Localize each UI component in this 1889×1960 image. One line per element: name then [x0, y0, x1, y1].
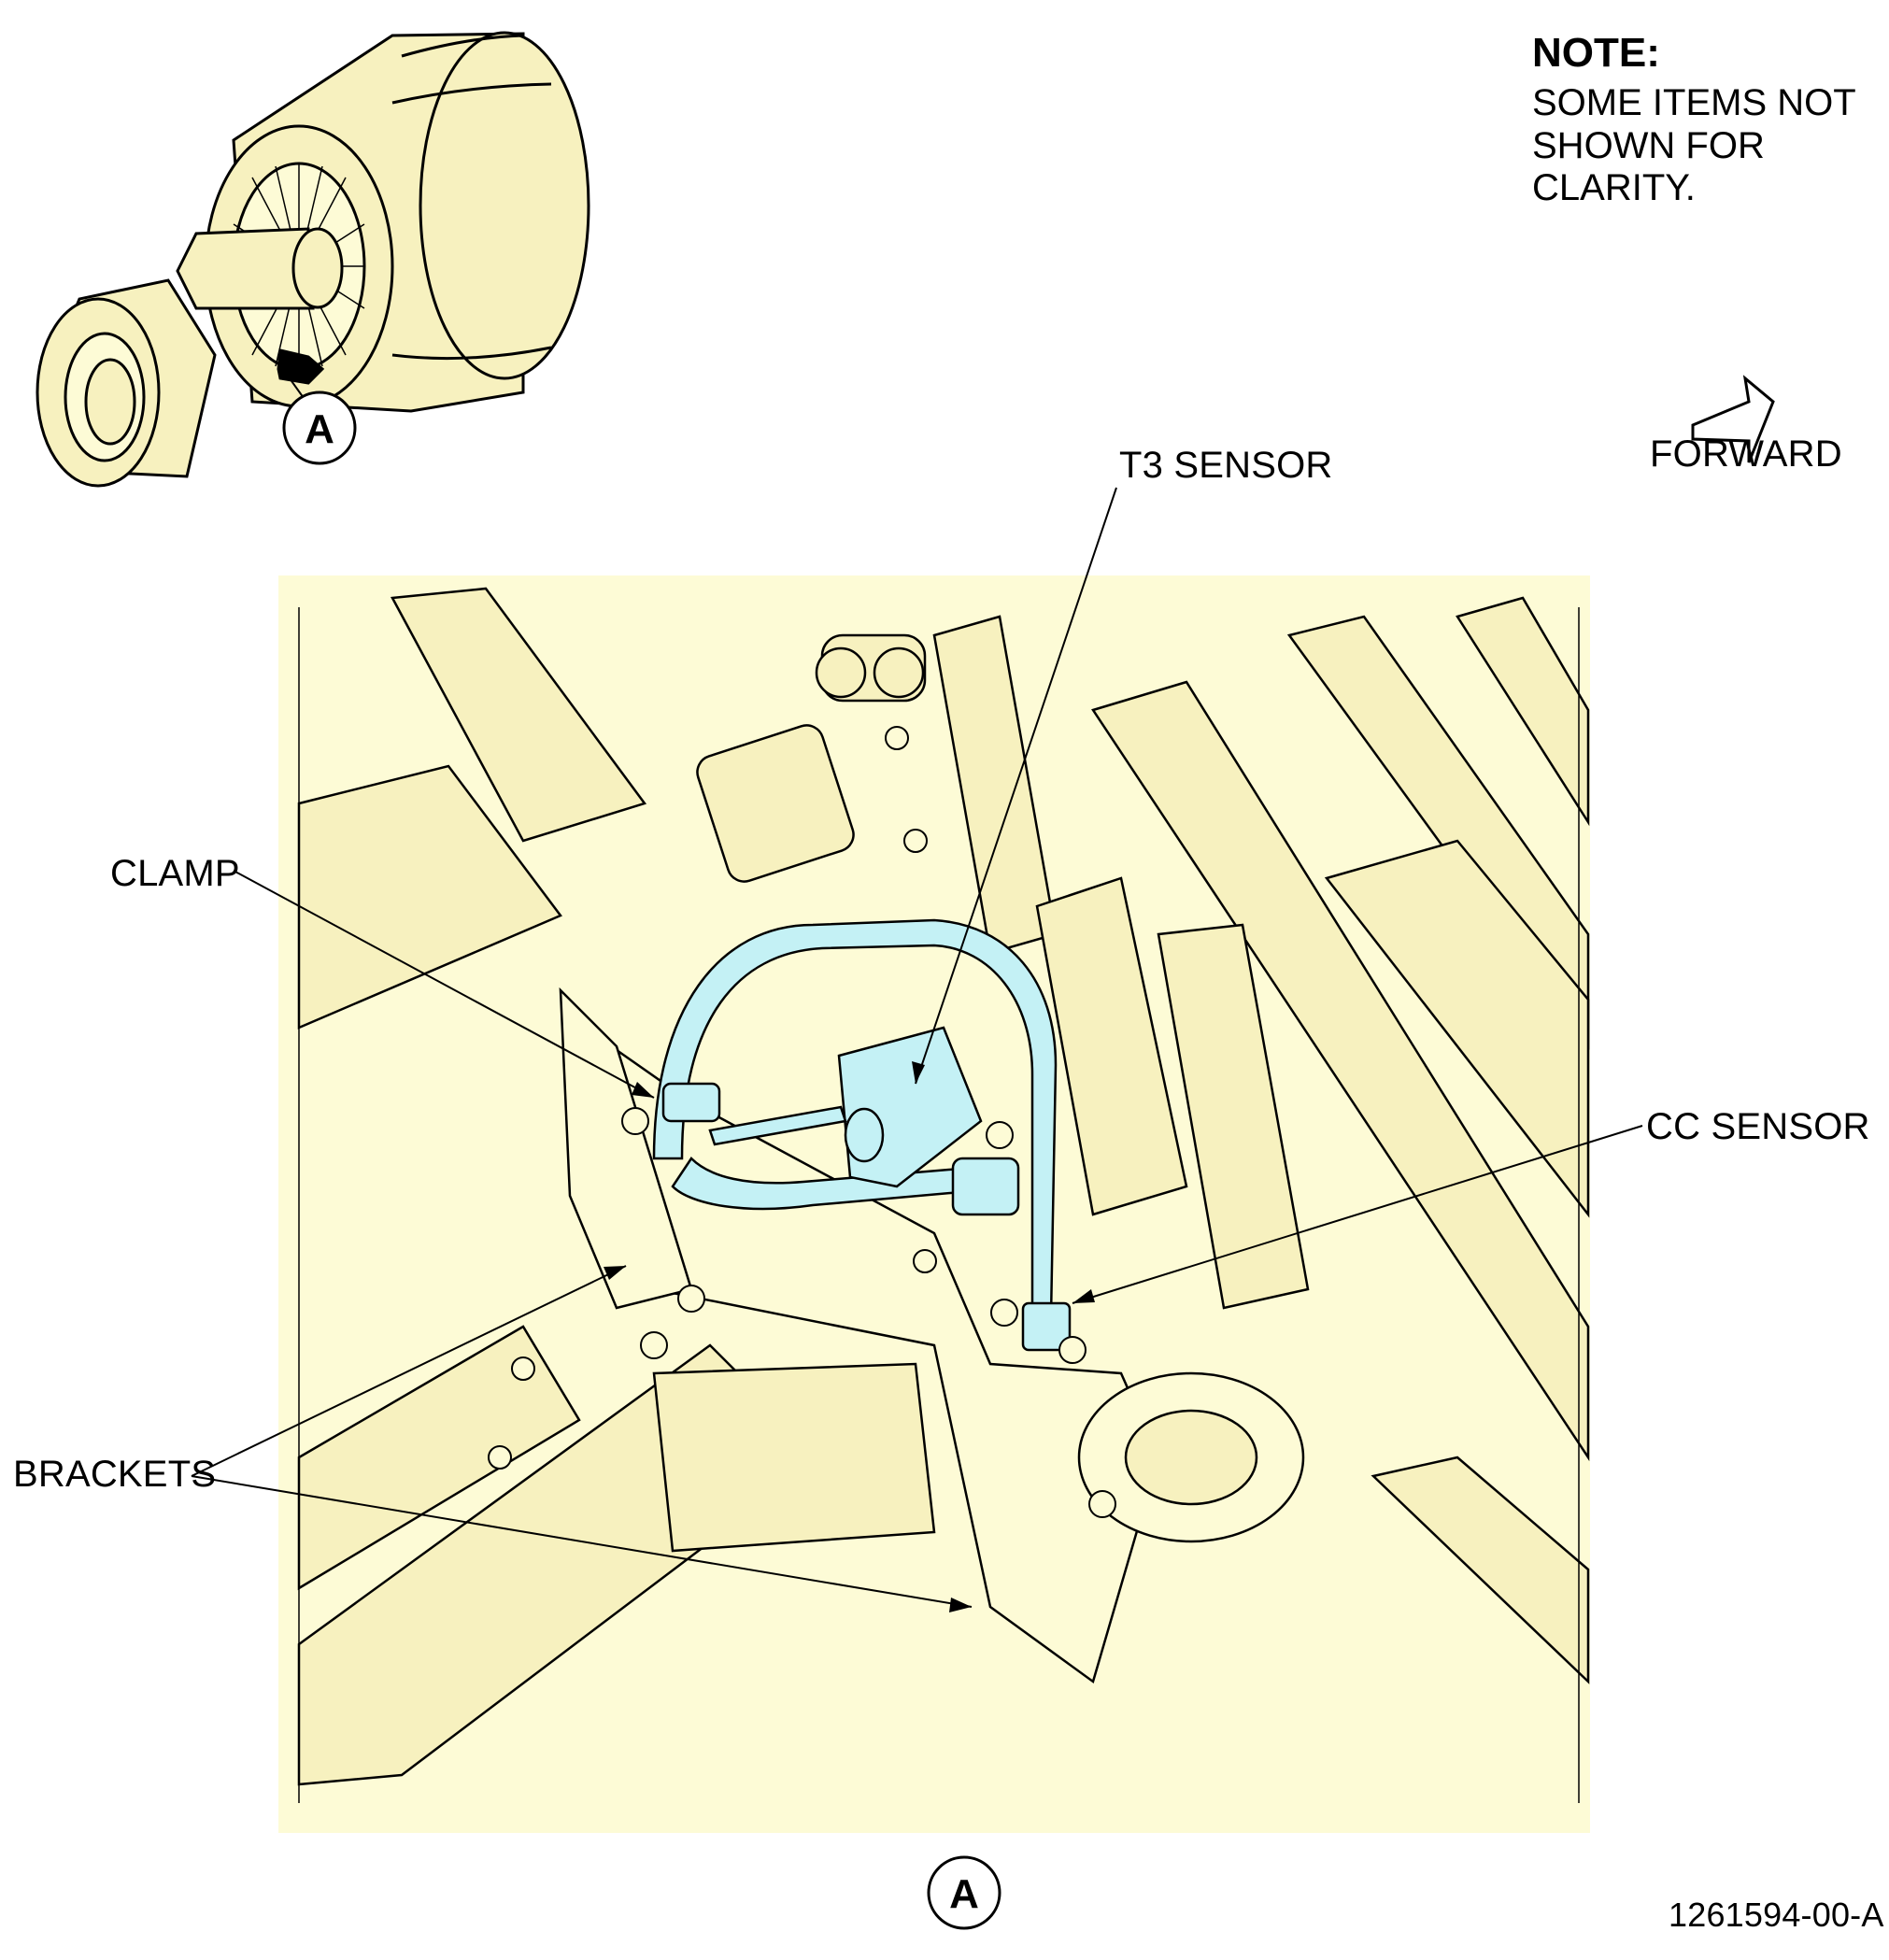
forward-label: FORWARD: [1650, 433, 1842, 475]
locator-callout-letter: A: [305, 406, 334, 452]
cc-sensor-label: CC SENSOR: [1646, 1106, 1870, 1147]
forward-arrow-icon: [1691, 375, 1775, 463]
note-title: NOTE:: [1532, 30, 1660, 76]
brackets-label: BRACKETS: [13, 1454, 217, 1495]
t3-sensor-label: T3 SENSOR: [1119, 445, 1333, 486]
engine-locator-illustration: [36, 31, 590, 488]
leader-lines: [191, 487, 1643, 1608]
view-callout-letter: A: [949, 1871, 979, 1917]
highlighted-sensors: [652, 918, 1072, 1352]
figure-id: 1261594-00-A: [1669, 1896, 1884, 1934]
clamp-label: CLAMP: [110, 853, 240, 894]
note-line-2: SHOWN FOR CLARITY.: [1532, 125, 1765, 208]
note-line-1: SOME ITEMS NOT: [1532, 82, 1856, 123]
detail-view-a: [278, 575, 1590, 1833]
view-callout-circle: A: [927, 1855, 1001, 1930]
locator-callout-circle: A: [282, 391, 357, 465]
leader-arrowheads: [604, 1061, 1095, 1612]
